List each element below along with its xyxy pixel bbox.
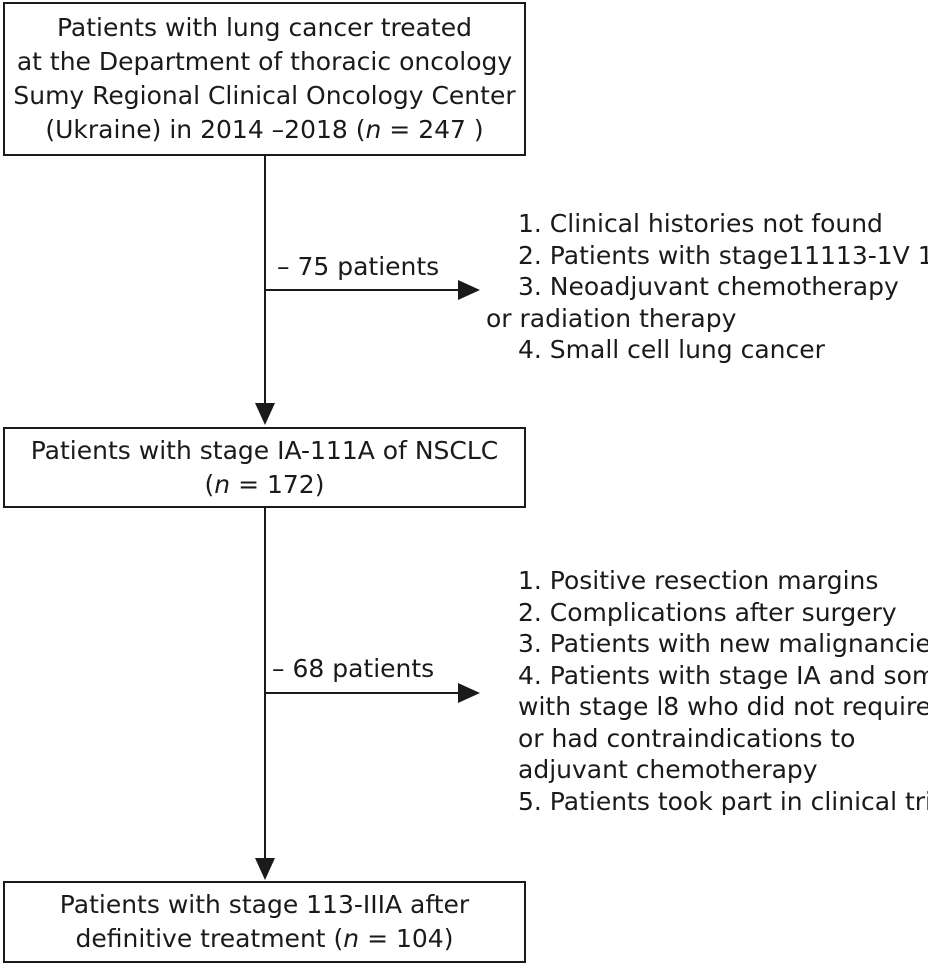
final-cohort-count: = 104) <box>359 924 454 953</box>
initial-cohort-line-2: at the Department of thoracic oncology <box>16 47 513 76</box>
nsclc-cohort-line-1: Patients with stage IA-111A of NSCLC <box>30 435 499 465</box>
exclusion-1-item: 2. Patients with stage11113-1V 1 <box>518 240 928 270</box>
initial-cohort-line-4-prefix: (Ukraine) in 2014 –2018 ( <box>45 115 366 144</box>
exclusion-2-item: 4. Patients with stage IA and some <box>518 660 928 690</box>
exclusion-2-item-continuation: or had contraindications to <box>518 723 856 753</box>
initial-cohort-box: Patients with lung cancer treated at the… <box>3 2 526 156</box>
exclusion-arrowhead-1 <box>458 280 480 300</box>
exclusion-2-item: 5. Patients took part in clinical trials <box>518 786 928 816</box>
arrowhead-into-middle-box <box>255 403 275 425</box>
exclusion-2-item: 2. Complications after surgery <box>518 597 897 627</box>
exclusion-list-1: 1. Clinical histories not found 2. Patie… <box>486 208 928 366</box>
initial-cohort-line-3: Sumy Regional Clinical Oncology Center <box>13 81 516 110</box>
nsclc-cohort-line-2: (n = 172) <box>205 468 325 502</box>
nsclc-cohort-n-symbol: n <box>214 469 231 499</box>
exclusion-2-item-continuation: adjuvant chemotherapy <box>518 755 818 784</box>
exclusion-1-item: 1. Clinical histories not found <box>518 209 883 238</box>
exclusion-2-item: 1. Positive resection margins <box>518 566 879 595</box>
exclusion-count-2: – 68 patients <box>272 654 435 683</box>
arrowhead-into-bottom-box <box>255 858 275 880</box>
final-cohort-box: Patients with stage 113-IIIA after defin… <box>3 881 526 963</box>
initial-cohort-line-4: (Ukraine) in 2014 –2018 (n = 247 ) <box>45 113 483 147</box>
exclusion-1-item-continuation: or radiation therapy <box>486 303 737 333</box>
final-cohort-line-1: Patients with stage 113-IIIA after <box>59 890 470 919</box>
exclusion-count-1: – 75 patients <box>277 252 440 281</box>
exclusion-arrowhead-2 <box>458 683 480 703</box>
exclusion-1-item: 4. Small cell lung cancer <box>518 335 825 364</box>
nsclc-cohort-count: = 172) <box>230 469 325 499</box>
exclusion-1-item: 3. Neoadjuvant chemotherapy <box>518 272 899 301</box>
exclusion-2-item: 3. Patients with new malignancies <box>518 629 928 658</box>
final-cohort-line-2: definitive treatment (n = 104) <box>76 922 454 956</box>
exclusion-2-item-continuation: with stage l8 who did not require <box>518 692 928 721</box>
exclusion-list-2: 1. Positive resection margins 2. Complic… <box>486 565 928 817</box>
nsclc-cohort-line-2-prefix: ( <box>204 469 215 499</box>
initial-cohort-n-symbol: n <box>365 115 382 144</box>
final-cohort-line-2-prefix: definitive treatment ( <box>75 924 344 953</box>
final-cohort-n-symbol: n <box>343 924 360 953</box>
initial-cohort-line-1: Patients with lung cancer treated <box>56 13 472 42</box>
initial-cohort-count: = 247 ) <box>381 115 484 144</box>
nsclc-cohort-box: Patients with stage IA-111A of NSCLC (n … <box>3 427 526 508</box>
